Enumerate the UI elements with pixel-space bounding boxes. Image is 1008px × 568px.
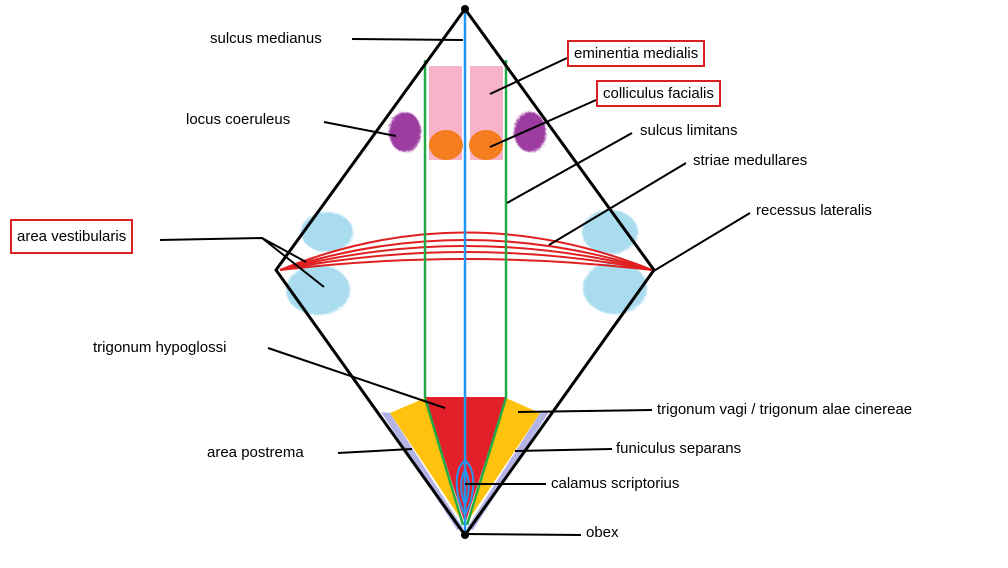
label-recessus-lateralis: recessus lateralis — [756, 202, 872, 219]
leader-locus-coeruleus — [323, 121, 397, 137]
trigonum-vagi-left — [390, 398, 464, 524]
label-trigonum-vagi: trigonum vagi / trigonum alae cinereae — [657, 401, 913, 418]
apex-top-dot — [461, 5, 469, 13]
leader-trigonum-hypoglossi — [267, 347, 446, 409]
calamus-scriptorius-region — [455, 458, 475, 518]
leader-striae-medullares — [548, 162, 687, 246]
colliculus-facialis-right — [469, 130, 503, 160]
label-striae-medullares: striae medullares — [693, 152, 808, 169]
funiculus-separans-left — [381, 412, 463, 530]
label-sulcus-medianus: sulcus medianus — [210, 30, 322, 47]
label-trigonum-hypoglossi: trigonum hypoglossi — [93, 339, 227, 356]
colliculus-facialis-left — [429, 130, 463, 160]
label-calamus-scriptorius: calamus scriptorius — [551, 475, 680, 492]
leader-lines — [159, 38, 751, 536]
sulcus-limitans-right-lower — [465, 397, 508, 526]
leader-colliculus-facialis — [489, 99, 597, 148]
label-funiculus-separans: funiculus separans — [616, 440, 742, 457]
label-colliculus-facialis: colliculus facialis — [596, 80, 721, 107]
label-locus-coeruleus: locus coeruleus — [186, 111, 291, 128]
area-vestibularis-region — [286, 210, 647, 315]
leader-sulcus-limitans — [506, 132, 633, 204]
leader-recessus-lateralis — [651, 212, 751, 273]
calamus-loop-outer — [455, 458, 475, 518]
area-vestibularis-left-lower — [286, 265, 350, 315]
leader-area-postrema — [337, 448, 413, 454]
colliculus-facialis-region — [429, 130, 503, 160]
trigonum-vagi-right — [466, 398, 540, 524]
funiculus-separans-right — [467, 412, 549, 530]
calamus-loop-inner — [460, 468, 470, 508]
label-obex: obex — [586, 524, 619, 541]
sulcus-limitans-left-lower — [423, 397, 465, 526]
trigonum-vagi-region — [390, 398, 540, 524]
locus-coeruleus-right — [514, 112, 546, 152]
label-area-vestibularis: area vestibularis — [10, 219, 134, 254]
area-vestibularis-right-lower — [583, 262, 647, 314]
leader-eminentia-medialis — [489, 57, 568, 95]
label-area-postrema: area postrema — [207, 444, 304, 461]
label-eminentia-medialis: eminentia medialis — [567, 40, 706, 67]
leader-area-vestibularis-branch — [261, 237, 325, 288]
locus-coeruleus-region — [389, 112, 546, 152]
leader-sulcus-medianus — [351, 38, 464, 41]
funiculus-separans-region — [381, 412, 549, 530]
label-sulcus-limitans: sulcus limitans — [640, 122, 738, 139]
leader-funiculus-separans — [514, 448, 613, 452]
apex-bottom-dot — [461, 531, 469, 539]
sulcus-limitans-lines — [423, 60, 508, 526]
leader-trigonum-vagi — [517, 409, 653, 413]
locus-coeruleus-left — [389, 112, 421, 152]
leader-obex — [465, 533, 582, 536]
area-vestibularis-right-upper — [582, 210, 638, 254]
area-vestibularis-left-upper — [301, 212, 353, 252]
